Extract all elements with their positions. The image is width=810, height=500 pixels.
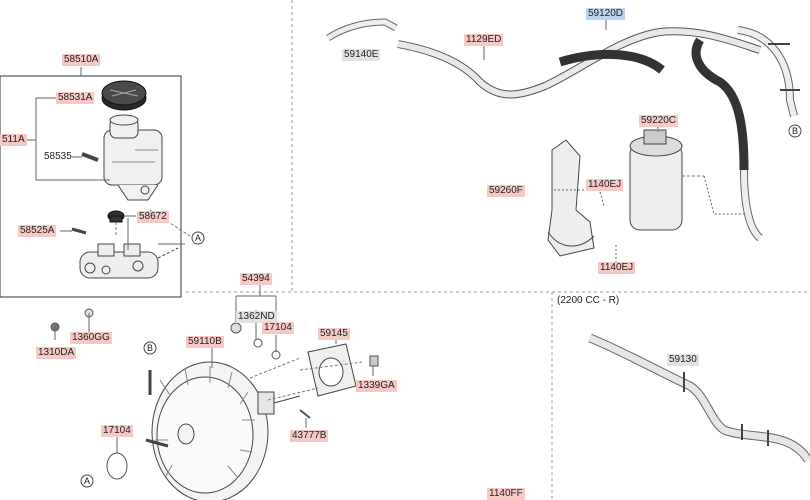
part-label-1140EJ-top: 1140EJ	[586, 179, 624, 191]
part-label-58531A: 58531A	[56, 92, 95, 104]
part-label-17104-top: 17104	[262, 322, 294, 334]
grommet	[107, 210, 125, 223]
reservoir-group-box	[0, 75, 182, 298]
part-label-1362ND: 1362ND	[236, 311, 277, 323]
svg-text:B: B	[147, 343, 153, 353]
bolt-58525A	[71, 227, 87, 235]
vacuum-hose-assembly	[326, 18, 800, 242]
part-label-58510A: 58510A	[62, 54, 101, 66]
part-label-59260F: 59260F	[487, 185, 525, 197]
part-label-1360GG: 1360GG	[70, 332, 112, 344]
part-label-1310DA: 1310DA	[36, 347, 77, 359]
part-label-17104-bottom: 17104	[101, 425, 133, 437]
seal-17104-top	[271, 350, 281, 360]
part-label-58511A: 511A	[0, 134, 27, 146]
part-label-59110B: 59110B	[186, 336, 224, 348]
part-label-59140E: 59140E	[342, 49, 381, 61]
clevis-pin	[230, 322, 242, 334]
part-label-54394: 54394	[240, 273, 272, 285]
callout-b-mid: B	[788, 124, 802, 138]
pin	[81, 152, 99, 162]
bracket	[547, 139, 595, 257]
part-label-59220C: 59220C	[639, 115, 679, 127]
callout-a-bottom: A	[80, 474, 94, 488]
canister	[629, 129, 704, 231]
hose-2200cc	[588, 333, 810, 463]
leader-lines-canister	[552, 127, 744, 262]
svg-text:A: A	[195, 233, 201, 243]
part-label-59145: 59145	[318, 328, 350, 340]
svg-text:A: A	[84, 476, 90, 486]
part-label-43777B: 43777B	[290, 430, 329, 442]
leader-lines-reservoir	[20, 67, 185, 340]
part-label-1339GA: 1339GA	[356, 380, 397, 392]
callout-b-top: B	[143, 341, 157, 355]
variant-label: (2200 CC - R)	[557, 295, 620, 306]
part-label-58525A: 58525A	[18, 225, 57, 237]
reservoir-tank	[103, 114, 163, 201]
master-cylinder	[79, 243, 179, 279]
gasket	[307, 343, 357, 397]
dashed-leaders-booster	[249, 357, 363, 401]
reservoir-cap	[101, 80, 147, 111]
nut-1339GA	[369, 355, 379, 367]
leader-lines-booster	[116, 285, 374, 453]
part-label-58535: 58535	[44, 151, 72, 162]
callout-a-top: A	[191, 231, 205, 245]
part-label-1140EJ-bottom: 1140EJ	[598, 262, 636, 274]
o-ring-17104	[106, 452, 128, 480]
part-label-59130: 59130	[667, 354, 699, 366]
clip-1362ND	[253, 338, 263, 348]
part-label-1129ED: 1129ED	[464, 34, 504, 46]
part-label-59120D: 59120D	[586, 8, 626, 20]
clip-43777B	[299, 409, 311, 419]
brake-booster	[145, 361, 301, 500]
part-label-1140FF: 1140FF	[487, 488, 525, 500]
svg-text:B: B	[792, 126, 798, 136]
part-label-58672: 58672	[137, 211, 169, 223]
